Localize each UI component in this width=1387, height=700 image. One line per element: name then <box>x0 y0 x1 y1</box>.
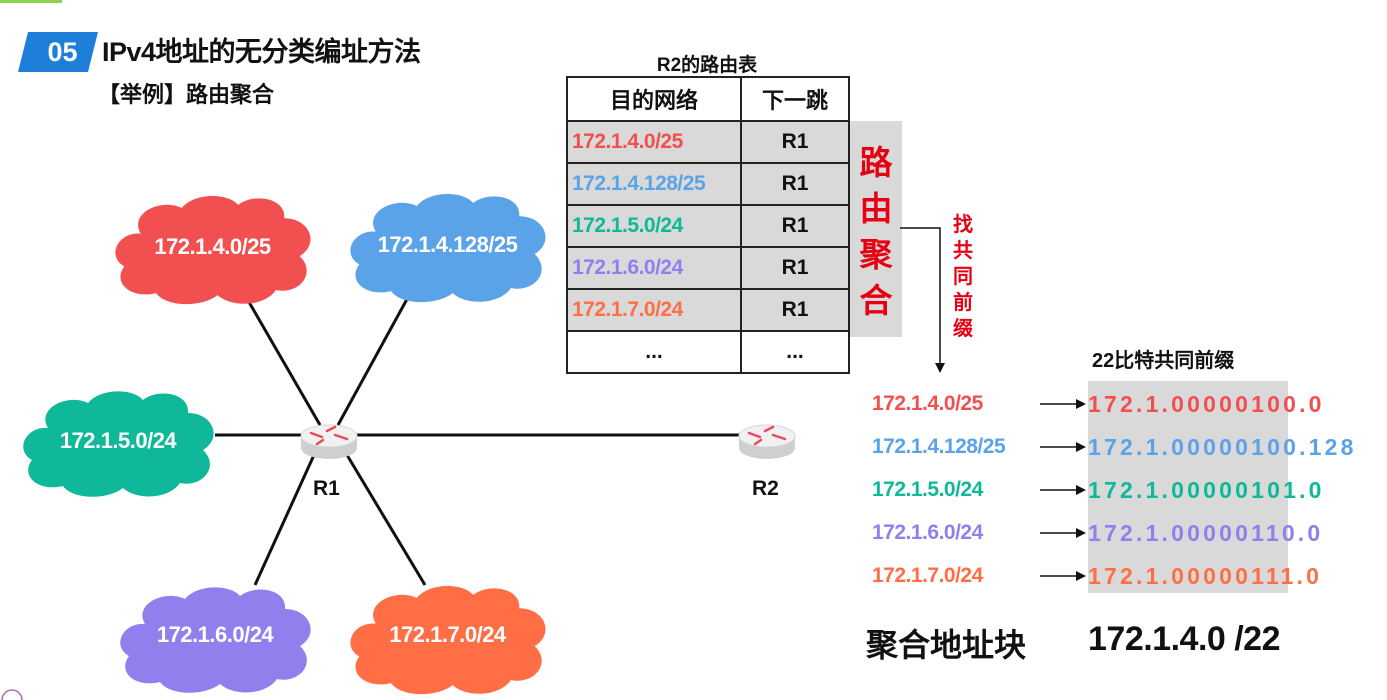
prefix-row-network: 172.1.4.0/25 <box>872 392 983 415</box>
prefix-row-binary: 172.1.00000100.128 <box>1088 434 1357 461</box>
cloud-label-net1: 172.1.4.0/25 <box>154 234 271 259</box>
binary-suffix: 01.0 <box>1267 477 1325 503</box>
binary-suffix: 00.0 <box>1267 391 1325 417</box>
arrow-right-icon <box>1040 571 1086 581</box>
cell-network: 172.1.4.128/25 <box>566 162 742 206</box>
header-destination: 目的网络 <box>566 76 742 122</box>
cell-network: ... <box>566 330 742 374</box>
router-r1-icon <box>300 424 358 459</box>
binary-suffix: 00.128 <box>1267 434 1357 460</box>
arrow-right-icon <box>1040 485 1086 495</box>
prefix-row-network: 172.1.7.0/24 <box>872 564 983 587</box>
common-prefix-highlight <box>1088 381 1288 593</box>
logo-icon <box>1 689 23 700</box>
cell-next-hop: R1 <box>740 246 850 290</box>
section-number: 05 <box>47 37 78 67</box>
table-row: 172.1.7.0/24 R1 <box>566 288 850 332</box>
cell-next-hop: R1 <box>740 120 850 164</box>
binary-prefix: 172.1.000001 <box>1088 563 1266 589</box>
binary-prefix: 172.1.000001 <box>1088 391 1268 417</box>
bracket-arrow <box>900 227 945 373</box>
binary-prefix: 172.1.000001 <box>1088 434 1268 460</box>
cell-network: 172.1.5.0/24 <box>566 204 742 248</box>
cell-next-hop: R1 <box>740 162 850 206</box>
router-r2-icon <box>738 424 796 459</box>
prefix-row-binary: 172.1.00000101.0 <box>1088 477 1325 504</box>
link-r1-net5 <box>345 454 427 586</box>
prefix-row-network: 172.1.4.128/25 <box>872 435 1006 458</box>
aggregated-block-value: 172.1.4.0 /22 <box>1088 620 1281 658</box>
route-aggregation-label: 路由聚合 <box>859 144 893 319</box>
aggregated-block-label: 聚合地址块 <box>866 627 1027 663</box>
find-common-prefix-label: 找共同前缀 <box>953 214 973 340</box>
aggregation-highlight <box>850 121 902 337</box>
routing-table-caption: R2的路由表 <box>656 55 758 76</box>
cloud-label-net3: 172.1.5.0/24 <box>59 428 177 453</box>
routing-table: 目的网络 下一跳 172.1.4.0/25 R1 172.1.4.128/25 … <box>566 76 850 374</box>
prefix-row-binary: 172.1.00000110.0 <box>1088 520 1323 547</box>
prefix-row-network: 172.1.5.0/24 <box>872 478 983 501</box>
arrow-right-icon <box>1040 442 1086 452</box>
page-title: IPv4地址的无分类编址方法 <box>102 37 421 67</box>
header-next-hop: 下一跳 <box>740 76 850 122</box>
cell-network: 172.1.7.0/24 <box>566 288 742 332</box>
cloud-label-net2: 172.1.4.128/25 <box>377 232 518 257</box>
router-label-r2: R2 <box>752 477 779 500</box>
router-label-r1: R1 <box>313 477 340 500</box>
table-row: ... ... <box>566 330 850 374</box>
cloud-label-net4: 172.1.6.0/24 <box>156 622 274 647</box>
binary-prefix: 172.1.000001 <box>1088 477 1268 503</box>
cell-network: 172.1.4.0/25 <box>566 120 742 164</box>
table-row: 172.1.6.0/24 R1 <box>566 246 850 290</box>
binary-suffix: 10.0 <box>1265 520 1324 546</box>
routing-table-header: 目的网络 下一跳 <box>566 76 850 122</box>
prefix-row-binary: 172.1.00000111.0 <box>1088 563 1322 590</box>
table-row: 172.1.4.0/25 R1 <box>566 120 850 164</box>
cell-next-hop: ... <box>740 330 850 374</box>
cloud-label-net5: 172.1.7.0/24 <box>389 622 506 647</box>
top-accent-bar <box>0 0 62 3</box>
link-r1-net4 <box>253 454 316 586</box>
network-diagram <box>23 194 796 695</box>
cell-next-hop: R1 <box>740 204 850 248</box>
prefix-row-network: 172.1.6.0/24 <box>872 521 983 544</box>
arrow-right-icon <box>1040 528 1086 538</box>
prefix-row-binary: 172.1.00000100.0 <box>1088 391 1325 418</box>
cell-network: 172.1.6.0/24 <box>566 246 742 290</box>
arrow-right-icon <box>1040 399 1086 409</box>
link-r1-net1 <box>240 289 322 426</box>
common-prefix-title: 22比特共同前缀 <box>1092 350 1235 372</box>
page-subtitle: 【举例】路由聚合 <box>98 82 275 107</box>
binary-suffix: 11.0 <box>1265 563 1323 589</box>
binary-prefix: 172.1.000001 <box>1088 520 1266 546</box>
table-row: 172.1.5.0/24 R1 <box>566 204 850 248</box>
link-r1-net2 <box>336 289 414 426</box>
section-badge <box>18 32 98 72</box>
table-row: 172.1.4.128/25 R1 <box>566 162 850 206</box>
cell-next-hop: R1 <box>740 288 850 332</box>
